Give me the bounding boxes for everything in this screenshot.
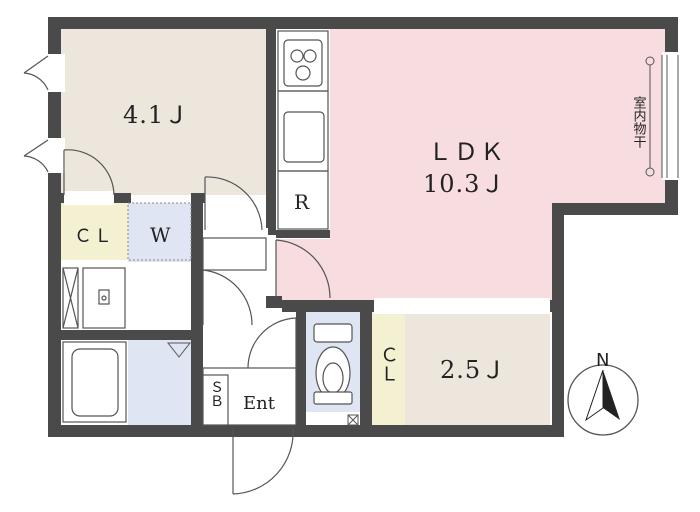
refrigerator-label: R — [294, 190, 310, 214]
closet-west-floor — [61, 203, 128, 260]
entrance-label: Ent — [243, 393, 276, 414]
indoor-drying-label: 室内物干 — [631, 95, 647, 148]
western-room-floor — [60, 29, 268, 195]
door-arcs — [23, 55, 331, 495]
vent-icon — [347, 414, 359, 426]
compass-north-label: N — [596, 350, 609, 371]
wash-basin — [62, 267, 126, 329]
bathtub — [62, 341, 127, 423]
svg-text:ＳＢ: ＳＢ — [208, 380, 224, 408]
ldk-floor — [276, 29, 665, 300]
svg-text:室内物干: 室内物干 — [631, 95, 647, 148]
svg-text:ＣＬ: ＣＬ — [377, 345, 399, 383]
small-room-label: 2.5Ｊ — [440, 356, 506, 384]
ldk-size-label: 10.3Ｊ — [423, 170, 505, 198]
kitchen-floor — [276, 29, 330, 239]
window — [645, 55, 679, 178]
washroom-floor — [60, 262, 193, 330]
small-room-floor — [405, 312, 550, 426]
closet-west-label: ＣＬ — [74, 226, 114, 247]
closet-small-label: ＣＬ — [377, 345, 399, 383]
closet-small-floor — [372, 312, 405, 426]
washer-label: W — [150, 223, 171, 247]
toilet — [313, 323, 353, 405]
drain-icon — [166, 342, 192, 358]
entrance-area — [202, 237, 297, 426]
ldk-title-label: ＬＤＫ — [428, 138, 506, 166]
western-room-label: 4.1Ｊ — [123, 101, 189, 129]
shoe-box-label: ＳＢ — [208, 380, 224, 408]
bath-floor — [128, 340, 193, 425]
kitchen-counter — [277, 30, 329, 230]
compass: N — [567, 350, 639, 436]
